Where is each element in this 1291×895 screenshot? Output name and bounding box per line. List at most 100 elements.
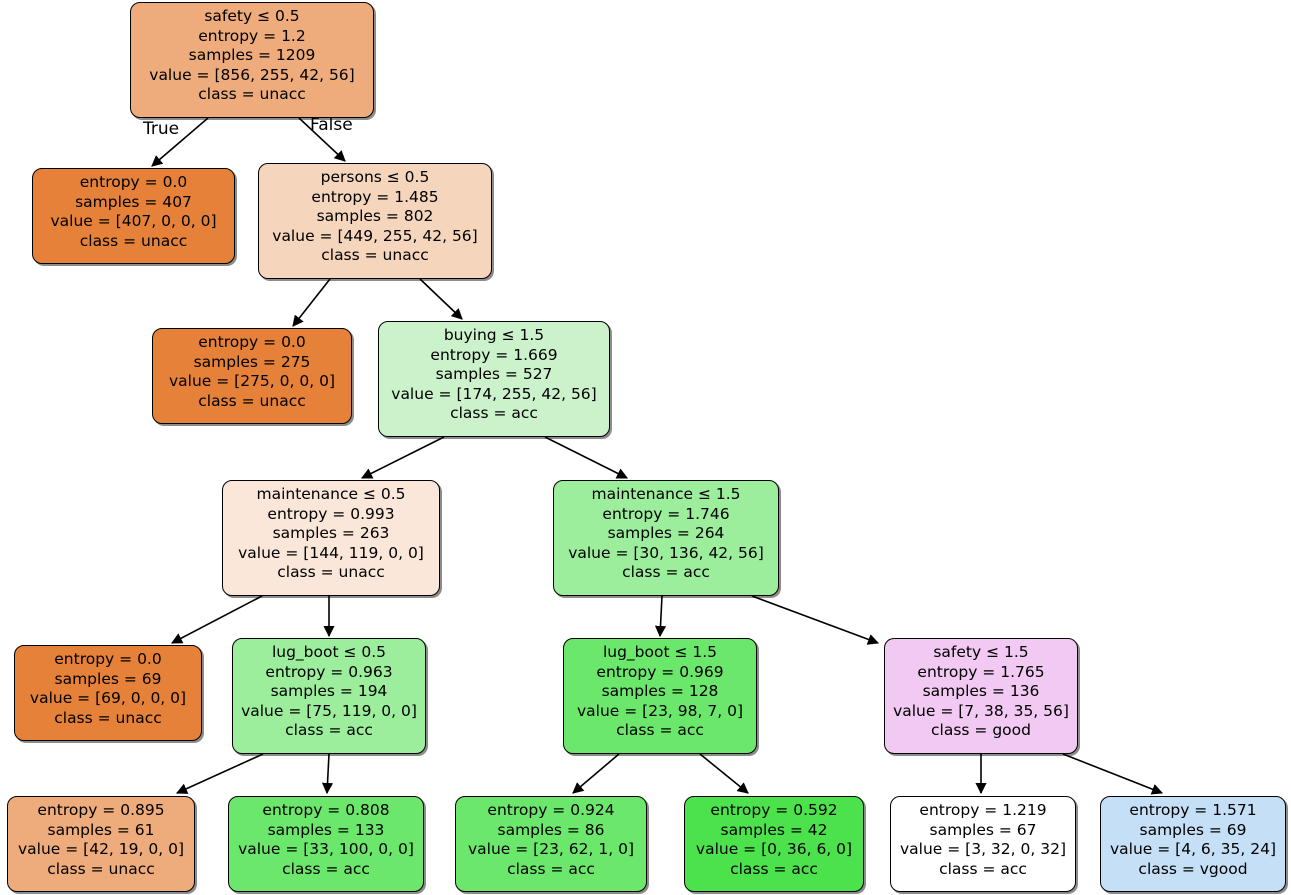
node-line: buying ≤ 1.5 <box>443 326 545 344</box>
edge-lugbootright-to-leaf86 <box>572 753 620 794</box>
node-line: samples = 86 <box>497 820 605 839</box>
node-line: lug_boot ≤ 0.5 <box>271 643 387 661</box>
node-line: value = [0, 36, 6, 0] <box>695 840 853 859</box>
node-line: samples = 194 <box>270 682 388 701</box>
node-line: entropy = 0.0 <box>198 333 306 351</box>
node-line: value = [23, 98, 7, 0] <box>576 701 743 720</box>
node-line: samples = 1209 <box>188 46 316 65</box>
node-line: safety ≤ 0.5 <box>204 7 300 25</box>
edge-lugbootright-to-leaf42 <box>699 753 749 794</box>
node-line: value = [174, 255, 42, 56] <box>391 384 597 403</box>
node-line: value = [69, 0, 0, 0] <box>29 689 187 708</box>
node-line: class = unacc <box>54 708 162 727</box>
node-line: value = [42, 19, 0, 0] <box>17 840 184 859</box>
edge-maintleft-to-unacc69 <box>171 595 263 644</box>
node-line: samples = 61 <box>47 820 155 839</box>
node-line: samples = 42 <box>720 820 828 839</box>
node-line: value = [449, 255, 42, 56] <box>272 226 478 245</box>
node-line: safety ≤ 1.5 <box>933 643 1029 661</box>
node-line: entropy = 1.746 <box>602 504 730 523</box>
node-line: entropy = 1.219 <box>919 801 1047 819</box>
node-line: entropy = 1.669 <box>430 345 558 364</box>
node-line: entropy = 1.765 <box>917 662 1045 681</box>
node-line: class = acc <box>622 563 710 582</box>
node-line: entropy = 0.924 <box>487 801 615 819</box>
node-line: entropy = 0.895 <box>37 801 165 819</box>
node-line: value = [75, 119, 0, 0] <box>241 701 417 720</box>
node-line: value = [33, 100, 0, 0] <box>238 840 414 859</box>
node-line: value = [144, 119, 0, 0] <box>238 543 424 562</box>
node-line: entropy = 1.2 <box>198 26 306 45</box>
node-line: class = acc <box>730 859 818 878</box>
node-line: entropy = 0.963 <box>265 662 393 681</box>
node-line: samples = 275 <box>193 352 311 371</box>
node-line: entropy = 0.592 <box>710 801 838 819</box>
node-line: samples = 69 <box>1139 820 1247 839</box>
node-line: samples = 128 <box>601 682 719 701</box>
node-line: samples = 133 <box>267 820 385 839</box>
node-line: samples = 407 <box>75 192 192 211</box>
edge-maintright-to-lugboot-right <box>654 595 667 638</box>
node-line: class = unacc <box>198 85 306 104</box>
edge-persons-to-buying <box>419 278 463 320</box>
node-line: class = acc <box>450 404 538 423</box>
edge-buying-to-maint-right <box>544 436 629 479</box>
node-line: samples = 67 <box>929 820 1037 839</box>
node-line: class = unacc <box>321 246 429 265</box>
node-line: class = acc <box>616 721 704 740</box>
node-line: value = [7, 38, 35, 56] <box>893 701 1069 720</box>
node-line: class = unacc <box>277 563 385 582</box>
node-line: samples = 802 <box>316 207 434 226</box>
node-line: class = acc <box>507 859 595 878</box>
node-line: entropy = 1.485 <box>311 187 439 206</box>
node-line: value = [30, 136, 42, 56] <box>568 543 764 562</box>
node-line: samples = 264 <box>607 524 725 543</box>
node-line: value = [3, 32, 0, 32] <box>899 840 1066 859</box>
node-line: lug_boot ≤ 1.5 <box>602 643 718 661</box>
node-line: entropy = 0.808 <box>262 801 390 819</box>
node-line: entropy = 1.571 <box>1129 801 1257 819</box>
node-line: entropy = 0.0 <box>79 173 188 191</box>
node-line: entropy = 0.993 <box>267 504 395 523</box>
node-line: persons ≤ 0.5 <box>320 168 430 186</box>
node-line: class = unacc <box>198 391 306 410</box>
edge-lugbootleft-to-leaf133 <box>321 753 334 795</box>
edge-label-false: False <box>310 115 353 135</box>
edge-safetygood-to-leaf69 <box>1062 753 1164 795</box>
node-line: maintenance ≤ 0.5 <box>256 485 406 503</box>
node-line: class = unacc <box>47 859 155 878</box>
node-line: class = acc <box>282 859 370 878</box>
node-line: samples = 136 <box>922 682 1040 701</box>
edge-maintright-to-safety-good <box>751 595 880 645</box>
edge-label-true: True <box>143 119 180 139</box>
node-line: class = acc <box>939 859 1027 878</box>
node-line: samples = 69 <box>54 669 162 688</box>
node-line: value = [856, 255, 42, 56] <box>149 65 355 84</box>
node-line: entropy = 0.0 <box>54 650 162 668</box>
node-line: value = [407, 0, 0, 0] <box>50 212 217 231</box>
node-line: class = vgood <box>1138 859 1248 878</box>
edge-persons-to-unacc275 <box>292 278 331 327</box>
node-line: class = good <box>931 721 1031 740</box>
node-line: value = [23, 62, 1, 0] <box>467 840 634 859</box>
node-line: class = unacc <box>79 231 188 250</box>
node-line: samples = 527 <box>435 365 553 384</box>
edge-buying-to-maint-left <box>360 436 445 479</box>
node-line: class = acc <box>285 721 373 740</box>
